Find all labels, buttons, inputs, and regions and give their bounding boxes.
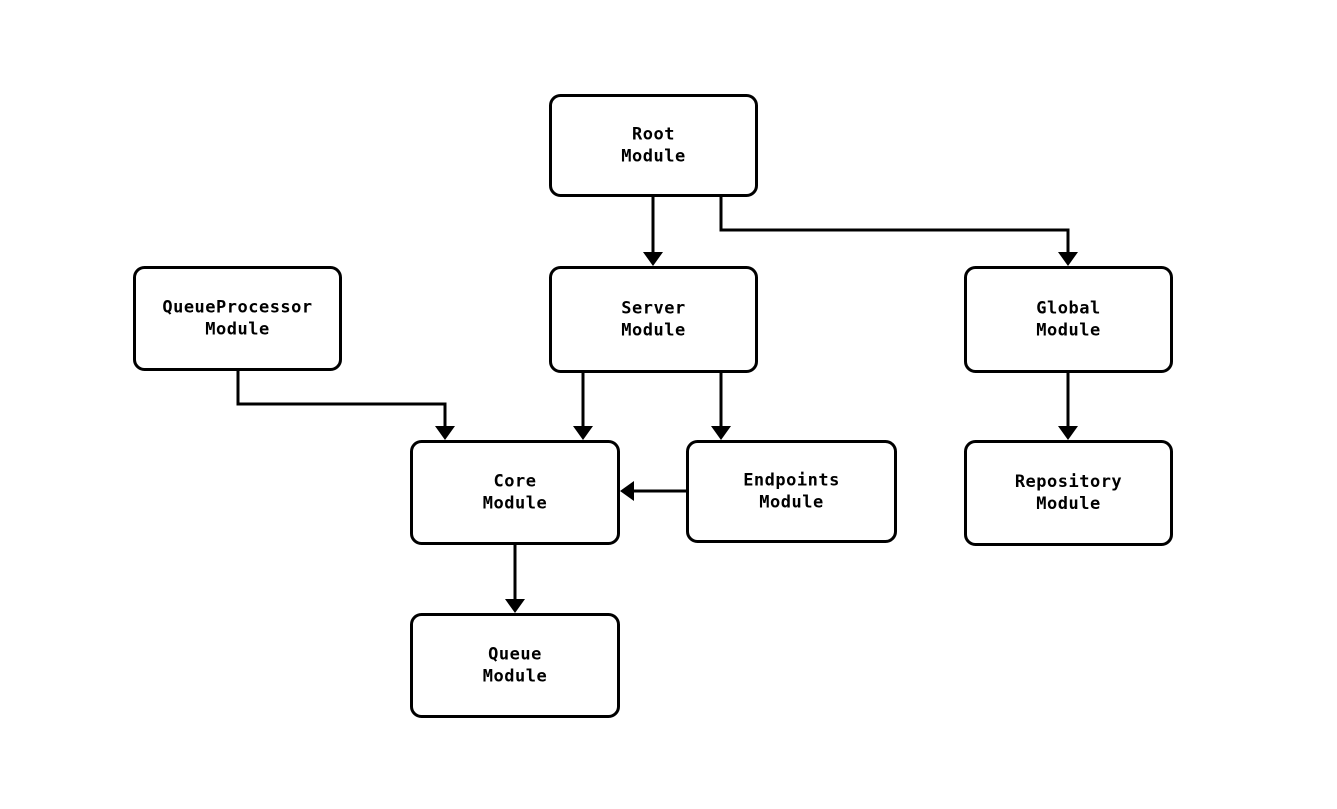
arrowhead-icon — [643, 252, 663, 266]
edges-layer: Root Module depends on Server Module Root… — [236, 197, 1078, 613]
node-box[interactable] — [686, 440, 897, 543]
node-queueprocessor[interactable]: QueueProcessor ModuleQueueProcessorModul… — [133, 266, 342, 371]
node-label-primary: Endpoints — [743, 471, 840, 491]
node-label-secondary: Module — [483, 667, 547, 687]
edge-line — [236, 371, 447, 426]
node-box[interactable] — [410, 613, 620, 718]
edge-endpoints-to-core: Endpoints Module depends on Core Module — [620, 481, 686, 501]
node-label-primary: QueueProcessor — [162, 298, 312, 318]
node-box[interactable] — [410, 440, 620, 545]
edge-server-to-core: Server Module depends on Core Module — [573, 373, 593, 440]
arrowhead-icon — [435, 426, 455, 440]
node-label-primary: Global — [1036, 299, 1100, 319]
node-label-secondary: Module — [1036, 494, 1100, 514]
node-label-secondary: Module — [621, 321, 685, 341]
node-box[interactable] — [964, 266, 1173, 373]
node-label-primary: Core — [494, 472, 537, 492]
edge-queueprocessor-to-core: QueueProcessor Module depends on Core Mo… — [236, 371, 455, 440]
node-box[interactable] — [549, 266, 758, 373]
node-label-secondary: Module — [759, 493, 823, 513]
node-label-secondary: Module — [1036, 321, 1100, 341]
node-label-secondary: Module — [205, 320, 269, 340]
arrowhead-icon — [1058, 426, 1078, 440]
node-label-primary: Queue — [488, 645, 542, 665]
edge-root-to-server: Root Module depends on Server Module — [643, 197, 663, 266]
node-label-secondary: Module — [621, 147, 685, 167]
arrowhead-icon — [505, 599, 525, 613]
node-root[interactable]: Root ModuleRootModule — [549, 94, 758, 197]
arrowhead-icon — [711, 426, 731, 440]
edge-server-to-endpoints: Server Module depends on Endpoints Modul… — [711, 373, 731, 440]
node-box[interactable] — [133, 266, 342, 371]
edge-global-to-repository: Global Module depends on Repository Modu… — [1058, 373, 1078, 440]
node-label-primary: Root — [632, 125, 675, 145]
nodes-layer: Root ModuleRootModuleQueueProcessor Modu… — [133, 94, 1173, 718]
arrowhead-icon — [1058, 252, 1078, 266]
arrowhead-icon — [573, 426, 593, 440]
edge-root-to-global: Root Module depends on Global Module — [719, 197, 1078, 266]
node-label-primary: Server — [621, 299, 685, 319]
node-box[interactable] — [964, 440, 1173, 546]
edge-line — [719, 197, 1070, 252]
node-box[interactable] — [549, 94, 758, 197]
arrowhead-icon — [620, 481, 634, 501]
edge-core-to-queue: Core Module depends on Queue Module — [505, 545, 525, 613]
node-label-primary: Repository — [1015, 472, 1122, 492]
node-label-secondary: Module — [483, 494, 547, 514]
